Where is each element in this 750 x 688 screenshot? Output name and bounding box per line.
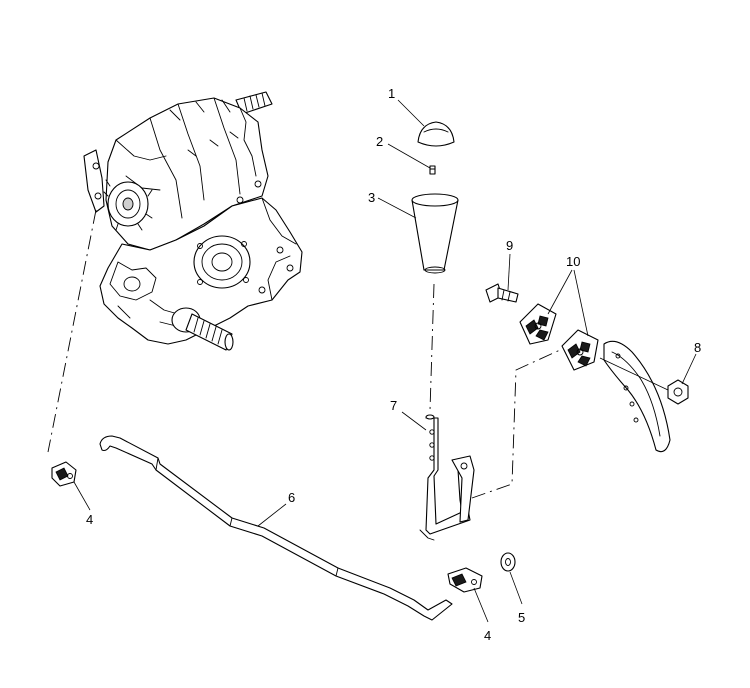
part-4-clip-right xyxy=(447,567,483,593)
callout-2: 2 xyxy=(376,134,383,149)
leader-8 xyxy=(681,353,697,385)
callout-4-left: 4 xyxy=(86,512,93,527)
part-10-bushing-a xyxy=(519,303,557,345)
callout-9: 9 xyxy=(506,238,513,253)
leader-9 xyxy=(507,253,511,291)
callout-5: 5 xyxy=(518,610,525,625)
mounting-bracket xyxy=(83,149,105,213)
assembly-line-lever xyxy=(471,349,561,499)
front-gear-cover xyxy=(103,179,153,231)
front-output-shaft xyxy=(171,307,234,351)
part-3-shift-knob xyxy=(411,193,459,274)
leader-4a xyxy=(73,481,91,511)
callout-10: 10 xyxy=(566,254,580,269)
mounting-plate xyxy=(603,340,671,453)
output-flange-cover xyxy=(193,235,251,289)
part-4-clip-left xyxy=(51,461,77,487)
leader-6 xyxy=(257,503,287,527)
callout-4-right: 4 xyxy=(484,628,491,643)
leader-10a xyxy=(547,269,573,315)
part-9-bolt xyxy=(485,283,519,303)
part-1-knob-cap xyxy=(417,121,455,147)
part-2-screw xyxy=(429,165,436,175)
leader-5 xyxy=(509,571,523,605)
leader-1 xyxy=(397,99,425,127)
callout-8: 8 xyxy=(694,340,701,355)
callout-7: 7 xyxy=(390,398,397,413)
leader-3 xyxy=(377,197,417,219)
part-6-shift-rod xyxy=(99,435,453,621)
part-8-nut xyxy=(667,379,689,405)
callout-1: 1 xyxy=(388,86,395,101)
leader-10b xyxy=(573,269,589,337)
leader-2 xyxy=(387,143,431,169)
leader-4b xyxy=(473,587,489,623)
leader-7 xyxy=(401,411,427,431)
transfer-case-assembly xyxy=(83,91,303,351)
assembly-line-knob xyxy=(429,283,435,411)
callout-3: 3 xyxy=(368,190,375,205)
callout-6: 6 xyxy=(288,490,295,505)
leader-plate xyxy=(599,357,669,391)
part-5-washer xyxy=(500,552,516,572)
assembly-line-left xyxy=(47,209,97,453)
part-10-bushing-b xyxy=(561,329,599,371)
part-7-shift-lever xyxy=(419,414,475,541)
